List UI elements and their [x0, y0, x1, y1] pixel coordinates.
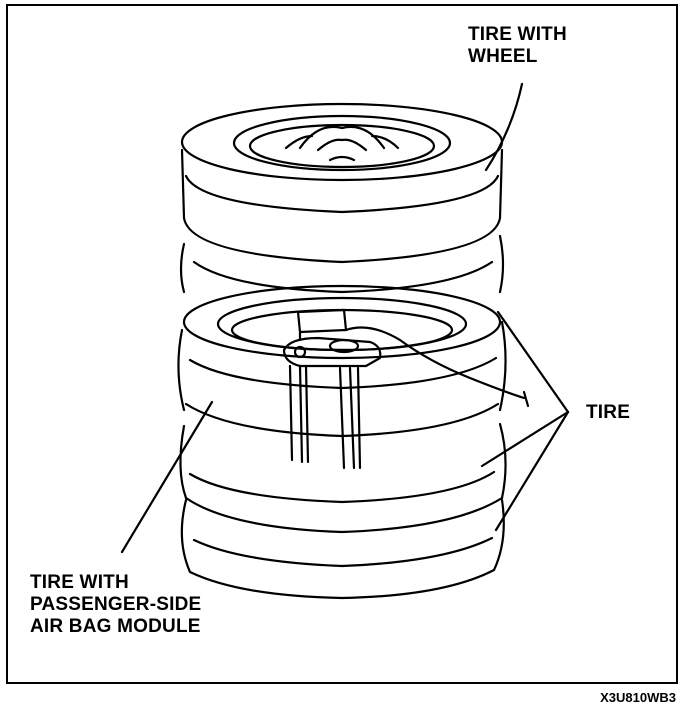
label-tire-with-wheel-line1: TIRE WITH [468, 24, 567, 46]
figure-code: X3U810WB3 [600, 690, 676, 705]
label-tire-with-wheel: TIRE WITH WHEEL [468, 24, 567, 68]
label-tire-with-airbag-line2: PASSENGER-SIDE [30, 594, 201, 616]
label-tire: TIRE [586, 402, 630, 424]
label-tire-with-airbag-line1: TIRE WITH [30, 572, 201, 594]
leader-tire-1 [498, 312, 568, 412]
leader-tire-2 [482, 412, 568, 466]
leader-airbag-tire [122, 402, 212, 552]
airbag-tire-drawing [178, 286, 528, 468]
label-tire-with-airbag: TIRE WITH PASSENGER-SIDE AIR BAG MODULE [30, 572, 201, 638]
upper-tire-drawing [181, 236, 503, 292]
label-tire-with-wheel-line2: WHEEL [468, 46, 567, 68]
leader-tire-3 [496, 412, 568, 530]
label-tire-with-airbag-line3: AIR BAG MODULE [30, 616, 201, 638]
tire-with-wheel-drawing [182, 104, 502, 262]
